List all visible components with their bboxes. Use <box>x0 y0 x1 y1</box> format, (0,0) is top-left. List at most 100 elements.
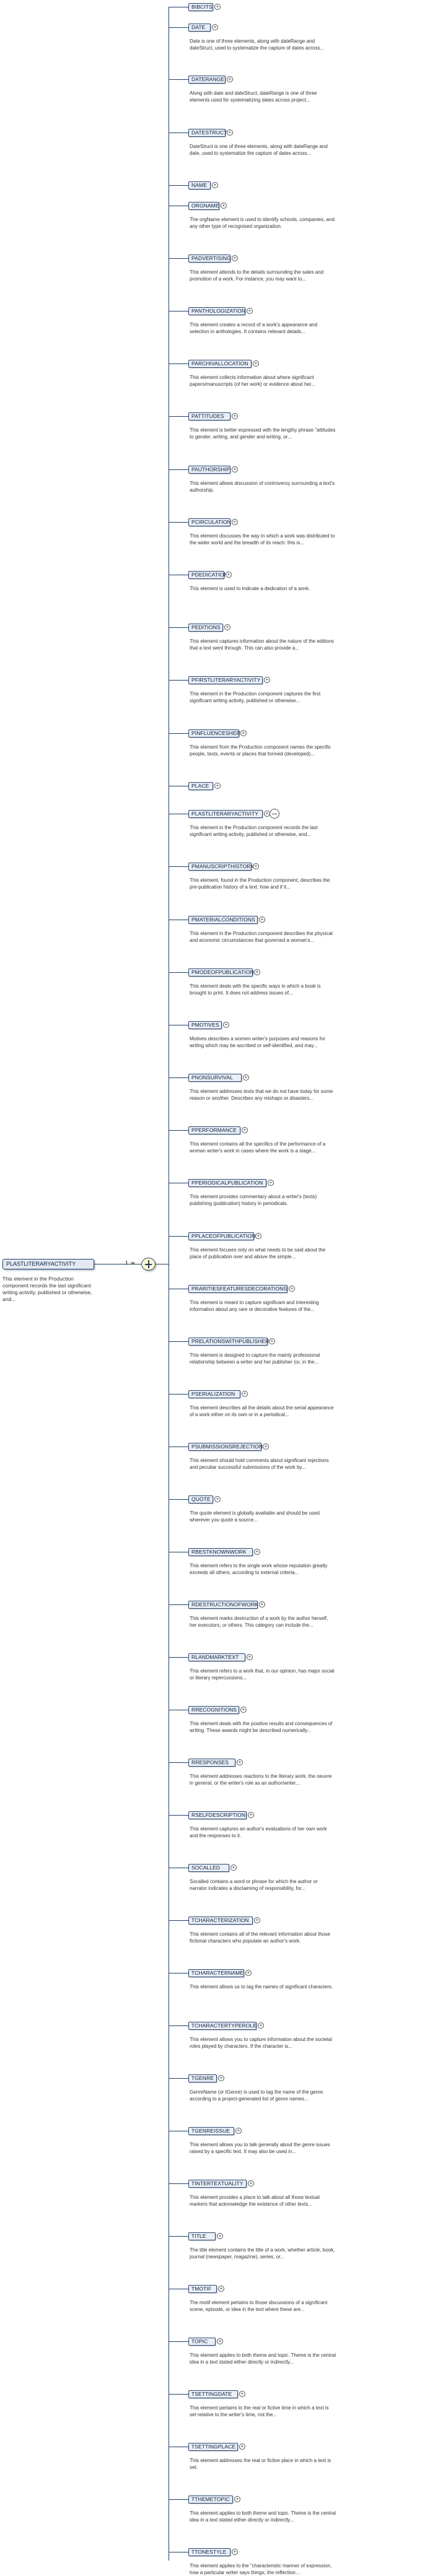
expand-icon[interactable] <box>289 1286 295 1292</box>
element-node-topic[interactable]: TOPIC <box>188 2338 223 2346</box>
expand-icon[interactable] <box>227 76 233 82</box>
expand-icon[interactable] <box>212 182 218 188</box>
element-node-pmodeofpublication[interactable]: PMODEOFPUBLICATION <box>188 968 260 977</box>
expand-icon[interactable] <box>214 4 221 10</box>
element-node-pmotives[interactable]: PMOTIVES <box>188 1021 229 1029</box>
element-node-praritiesfeaturesdecorations[interactable]: PRARITIESFEATURESDECORATIONS <box>188 1285 295 1293</box>
expand-icon[interactable] <box>240 1707 247 1713</box>
element-node-tmotif[interactable]: TMOTIF <box>188 2285 224 2293</box>
element-node-pfirstliteraryactivity[interactable]: PFIRSTLITERARYACTIVITY <box>188 676 270 684</box>
expand-icon[interactable] <box>232 413 238 419</box>
element-node-tgenre[interactable]: TGENRE <box>188 2074 224 2082</box>
element-node-rrecognitions[interactable]: RRECOGNITIONS <box>188 1706 247 1714</box>
element-node-tgenreissue[interactable]: TGENREISSUE <box>188 2127 242 2135</box>
element-node-rbestknownwork[interactable]: RBESTKNOWNWORK <box>188 1548 260 1556</box>
element-node-tcharacterization[interactable]: TCHARACTERIZATION <box>188 1917 260 1925</box>
element-node-rresponses[interactable]: RRESPONSES <box>188 1759 243 1767</box>
expand-icon[interactable] <box>239 2443 245 2450</box>
element-node-panthologization[interactable]: PANTHOLOGIZATION <box>188 307 253 315</box>
expand-icon[interactable] <box>268 1180 274 1186</box>
element-node-pplaceofpublication[interactable]: PPLACEOFPUBLICATION <box>188 1232 261 1240</box>
element-node-pperiodicalpublication[interactable]: PPERIODICALPUBLICATION <box>188 1179 274 1187</box>
expand-icon[interactable] <box>235 2128 242 2134</box>
element-node-name[interactable]: NAME <box>188 181 218 189</box>
expand-icon[interactable] <box>242 1127 248 1133</box>
element-node-rselfdescription[interactable]: RSELFDESCRIPTION <box>188 1811 254 1819</box>
expand-icon[interactable] <box>253 863 259 869</box>
element-node-place[interactable]: PLACE <box>188 782 221 790</box>
expand-icon[interactable] <box>212 24 218 30</box>
element-node-daterange[interactable]: DATERANGE <box>188 76 233 84</box>
expand-icon[interactable] <box>239 2391 245 2397</box>
expand-icon[interactable] <box>232 255 238 261</box>
expand-icon[interactable] <box>254 1549 260 1555</box>
element-node-rlandmarktext[interactable]: RLANDMARKTEXT <box>188 1653 253 1661</box>
element-node-tcharactername[interactable]: TCHARACTERNAME <box>188 1969 252 1977</box>
expand-icon[interactable] <box>217 2338 223 2344</box>
expand-icon[interactable] <box>254 1917 260 1923</box>
expand-icon[interactable] <box>217 2233 223 2239</box>
element-node-pperformance[interactable]: PPERFORMANCE <box>188 1126 248 1134</box>
element-node-prelationswithpublisher[interactable]: PRELATIONSWITHPUBLISHER <box>188 1338 275 1346</box>
expand-icon[interactable] <box>232 466 238 472</box>
expand-icon[interactable] <box>247 1654 253 1660</box>
element-node-pmaterialconditions[interactable]: PMATERIALCONDITIONS <box>188 916 265 924</box>
element-node-quote[interactable]: QUOTE <box>188 1495 221 1503</box>
element-node-pauthorship[interactable]: PAUTHORSHIP <box>188 466 238 474</box>
element-node-orgname[interactable]: ORGNAME <box>188 202 227 210</box>
expand-icon[interactable] <box>223 1022 229 1028</box>
element-node-parchivallocation[interactable]: PARCHIVALLOCATION <box>188 360 259 368</box>
expand-icon[interactable] <box>232 519 238 525</box>
expand-icon[interactable] <box>269 1338 275 1344</box>
element-node-bibcits[interactable]: BIBCITS <box>188 3 221 11</box>
element-node-pserialization[interactable]: PSERIALIZATION <box>188 1390 248 1398</box>
expand-icon[interactable] <box>255 1233 261 1239</box>
expand-icon[interactable] <box>243 1074 249 1081</box>
element-node-plastliteraryactivity[interactable]: PLASTLITERARYACTIVITY <box>188 809 279 819</box>
element-node-pnonsurvival[interactable]: PNONSURVIVAL <box>188 1074 249 1082</box>
element-node-pdedication[interactable]: PDEDICATION <box>188 571 232 579</box>
element-node-pinfluencesher[interactable]: PINFLUENCESHER <box>188 729 247 738</box>
root-element-box[interactable]: PLASTLITERARYACTIVITY <box>2 1259 94 1269</box>
expand-icon[interactable] <box>218 2075 224 2081</box>
expand-icon[interactable] <box>253 360 259 367</box>
element-node-datestruct[interactable]: DATESTRUCT <box>188 129 233 137</box>
element-node-padvertising[interactable]: PADVERTISING <box>188 255 238 263</box>
expand-icon[interactable] <box>247 308 253 314</box>
expand-icon[interactable] <box>214 1496 221 1502</box>
expand-icon[interactable] <box>263 1443 269 1450</box>
expand-icon[interactable] <box>264 677 270 683</box>
expand-icon[interactable] <box>248 1812 254 1818</box>
expand-icon[interactable] <box>221 202 227 209</box>
element-node-tcharactertyperole[interactable]: TCHARACTERTYPEROLE <box>188 2022 264 2030</box>
element-node-pcirculation[interactable]: PCIRCULATION <box>188 518 238 526</box>
element-node-date[interactable]: DATE <box>188 24 218 32</box>
expand-icon[interactable] <box>214 783 221 789</box>
expand-icon[interactable] <box>224 624 230 630</box>
element-node-title[interactable]: TITLE <box>188 2232 223 2240</box>
expand-icon[interactable] <box>227 129 233 136</box>
expand-icon[interactable] <box>240 730 247 736</box>
element-node-tsettingplace[interactable]: TSETTINGPLACE <box>188 2443 245 2451</box>
element-node-psubmissionsrejections[interactable]: PSUBMISSIONSREJECTIONS <box>188 1443 269 1451</box>
element-node-peditions[interactable]: PEDITIONS <box>188 624 230 632</box>
expand-icon[interactable] <box>218 2286 224 2292</box>
expand-icon[interactable] <box>245 1970 252 1976</box>
element-node-ttonestyle[interactable]: TTONESTYLE <box>188 2548 238 2556</box>
expand-icon[interactable] <box>237 1759 243 1765</box>
expand-icon[interactable] <box>230 1865 237 1871</box>
element-node-tsettingdate[interactable]: TSETTINGDATE <box>188 2390 245 2398</box>
expand-icon[interactable] <box>242 1391 248 1397</box>
element-node-tintertextuality[interactable]: TINTERTEXTUALITY <box>188 2180 254 2188</box>
element-node-tthemetopic[interactable]: TTHEMETOPIC <box>188 2496 240 2504</box>
expand-icon[interactable] <box>254 969 260 975</box>
element-node-pmanuscripthistory[interactable]: PMANUSCRIPTHISTORY <box>188 863 259 871</box>
element-node-pattitudes[interactable]: PATTITUDES <box>188 412 238 420</box>
element-node-rdestructionofwork[interactable]: RDESTRUCTIONOFWORK <box>188 1601 265 1609</box>
expand-icon[interactable] <box>248 2180 254 2187</box>
element-node-socalled[interactable]: SOCALLED <box>188 1864 237 1872</box>
expand-icon[interactable] <box>226 572 232 578</box>
expand-icon[interactable] <box>234 2496 240 2502</box>
expand-icon[interactable] <box>258 2022 264 2029</box>
expand-icon[interactable] <box>259 916 265 923</box>
